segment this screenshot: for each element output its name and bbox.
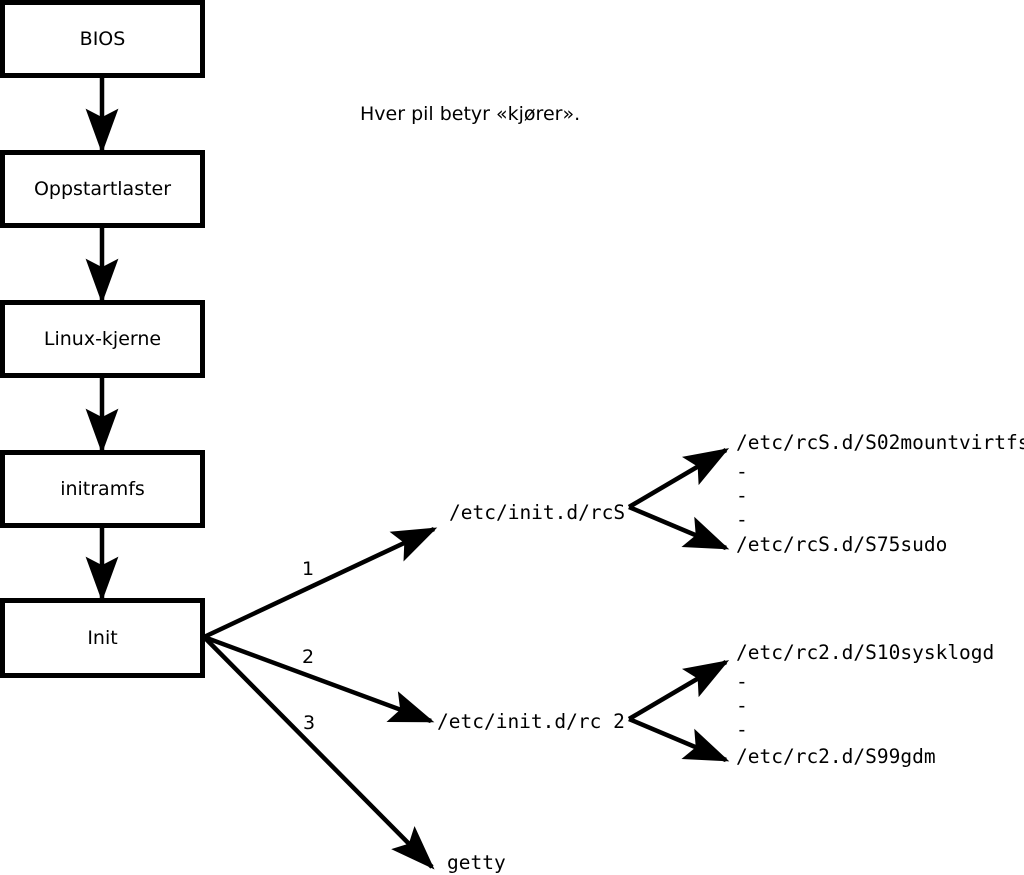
arrow-rc2-to-last-script: [628, 716, 730, 763]
rcs-ellipsis-dash-2: -: [736, 484, 748, 507]
process-box-bios: [0, 0, 205, 78]
arrow-rcs-to-last-script: [628, 504, 730, 551]
process-box-initramfs: [0, 450, 205, 528]
arrow-init-to-rc2: [203, 634, 435, 724]
branch-number-3: 3: [303, 712, 316, 734]
arrow-init-to-getty: [202, 635, 435, 870]
process-box-oppstartlaster: [0, 150, 205, 228]
rc2-script-last: /etc/rc2.d/S99gdm: [736, 745, 936, 768]
rc2-ellipsis-dash-1: -: [736, 670, 748, 693]
branch-number-1: 1: [302, 558, 315, 580]
arrow-rc2-to-first-script: [627, 660, 730, 721]
rc2-script-first: /etc/rc2.d/S10sysklogd: [736, 641, 995, 664]
branch-target-rc2: /etc/init.d/rc 2: [437, 710, 625, 733]
rcs-script-last: /etc/rcS.d/S75sudo: [736, 533, 948, 556]
branch-target-rcs: /etc/init.d/rcS: [449, 501, 626, 524]
arrow-init-to-rcs: [203, 526, 438, 640]
rcs-ellipsis-dash-1: -: [736, 460, 748, 483]
rcs-ellipsis-dash-3: -: [736, 508, 748, 531]
branch-number-2: 2: [302, 646, 315, 668]
diagram-caption: Hver pil betyr «kjører».: [360, 103, 581, 125]
rc2-ellipsis-dash-2: -: [736, 694, 748, 717]
branch-target-getty: getty: [447, 851, 506, 874]
rcs-script-first: /etc/rcS.d/S02mountvirtfs: [736, 431, 1024, 454]
process-box-linux-kjerne: [0, 300, 205, 378]
process-box-init: [0, 598, 205, 678]
arrow-rcs-to-first-script: [627, 448, 730, 509]
rc2-ellipsis-dash-3: -: [736, 718, 748, 741]
